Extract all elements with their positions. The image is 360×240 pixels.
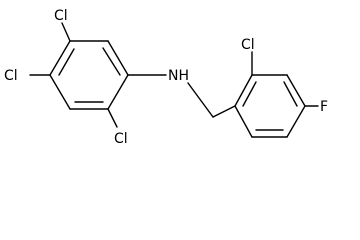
f-label: F: [320, 99, 328, 115]
ring-a-double-1: [102, 47, 121, 76]
cl-right-label: Cl: [241, 37, 255, 53]
ring-a-bond-4: [49, 74, 71, 110]
chlorofluorophenyl-ring: [234, 51, 319, 138]
cl-bottom-label: Cl: [114, 131, 128, 147]
bond-to-cl-top: [61, 22, 71, 42]
chemical-structure: Cl Cl Cl NH Cl F: [4, 8, 328, 147]
trichlorophenyl-ring: [29, 22, 167, 128]
benzylamine-linker: [187, 82, 236, 118]
nh-label: NH: [168, 68, 189, 84]
ring-b-bond-1: [234, 74, 253, 107]
cl-top-label: Cl: [54, 8, 68, 24]
ring-a-double-2: [58, 48, 75, 76]
ring-b-bond-6: [234, 105, 253, 138]
cl-left-label: Cl: [4, 68, 18, 84]
ring-b-double-2: [283, 81, 298, 107]
ring-a-bond-3: [49, 40, 71, 76]
ring-a-bond-6: [107, 74, 129, 110]
bond-nh-to-ch2: [187, 82, 214, 118]
ring-b-double-1: [242, 81, 257, 107]
ring-b-bond-4: [286, 105, 306, 138]
ring-b-bond-3: [286, 74, 306, 107]
ring-a-bond-1: [107, 40, 129, 76]
bond-to-cl-bottom: [107, 108, 118, 128]
bond-ch2-to-ring: [212, 105, 236, 118]
